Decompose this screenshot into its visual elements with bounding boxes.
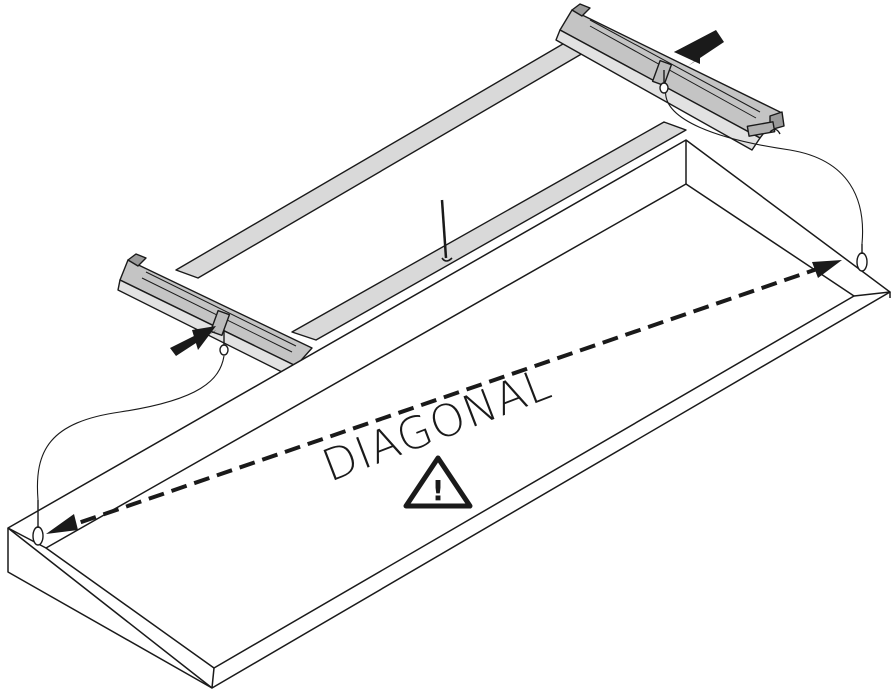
suspension-hook-icon: [219, 330, 229, 356]
suspension-hook-icon: [32, 500, 44, 546]
luminaire-panel: [7, 139, 891, 689]
rail-lower: [291, 121, 687, 341]
warning-triangle-icon: !: [403, 455, 473, 509]
center-suspension-wire: [440, 199, 453, 262]
arrow-head-left: [46, 514, 78, 534]
suspension-hook-icon: [856, 244, 868, 272]
arrow-head-right: [812, 260, 842, 278]
push-arrow-icon: [674, 30, 724, 66]
push-arrow-icon: [170, 326, 216, 356]
suspension-wires: [36, 87, 864, 501]
bracket-right: [555, 3, 785, 151]
bracket-left: [117, 253, 313, 377]
suspension-hook-icon: [659, 70, 669, 94]
diagonal-arrow: [46, 260, 842, 534]
warning-mark: !: [432, 474, 445, 507]
